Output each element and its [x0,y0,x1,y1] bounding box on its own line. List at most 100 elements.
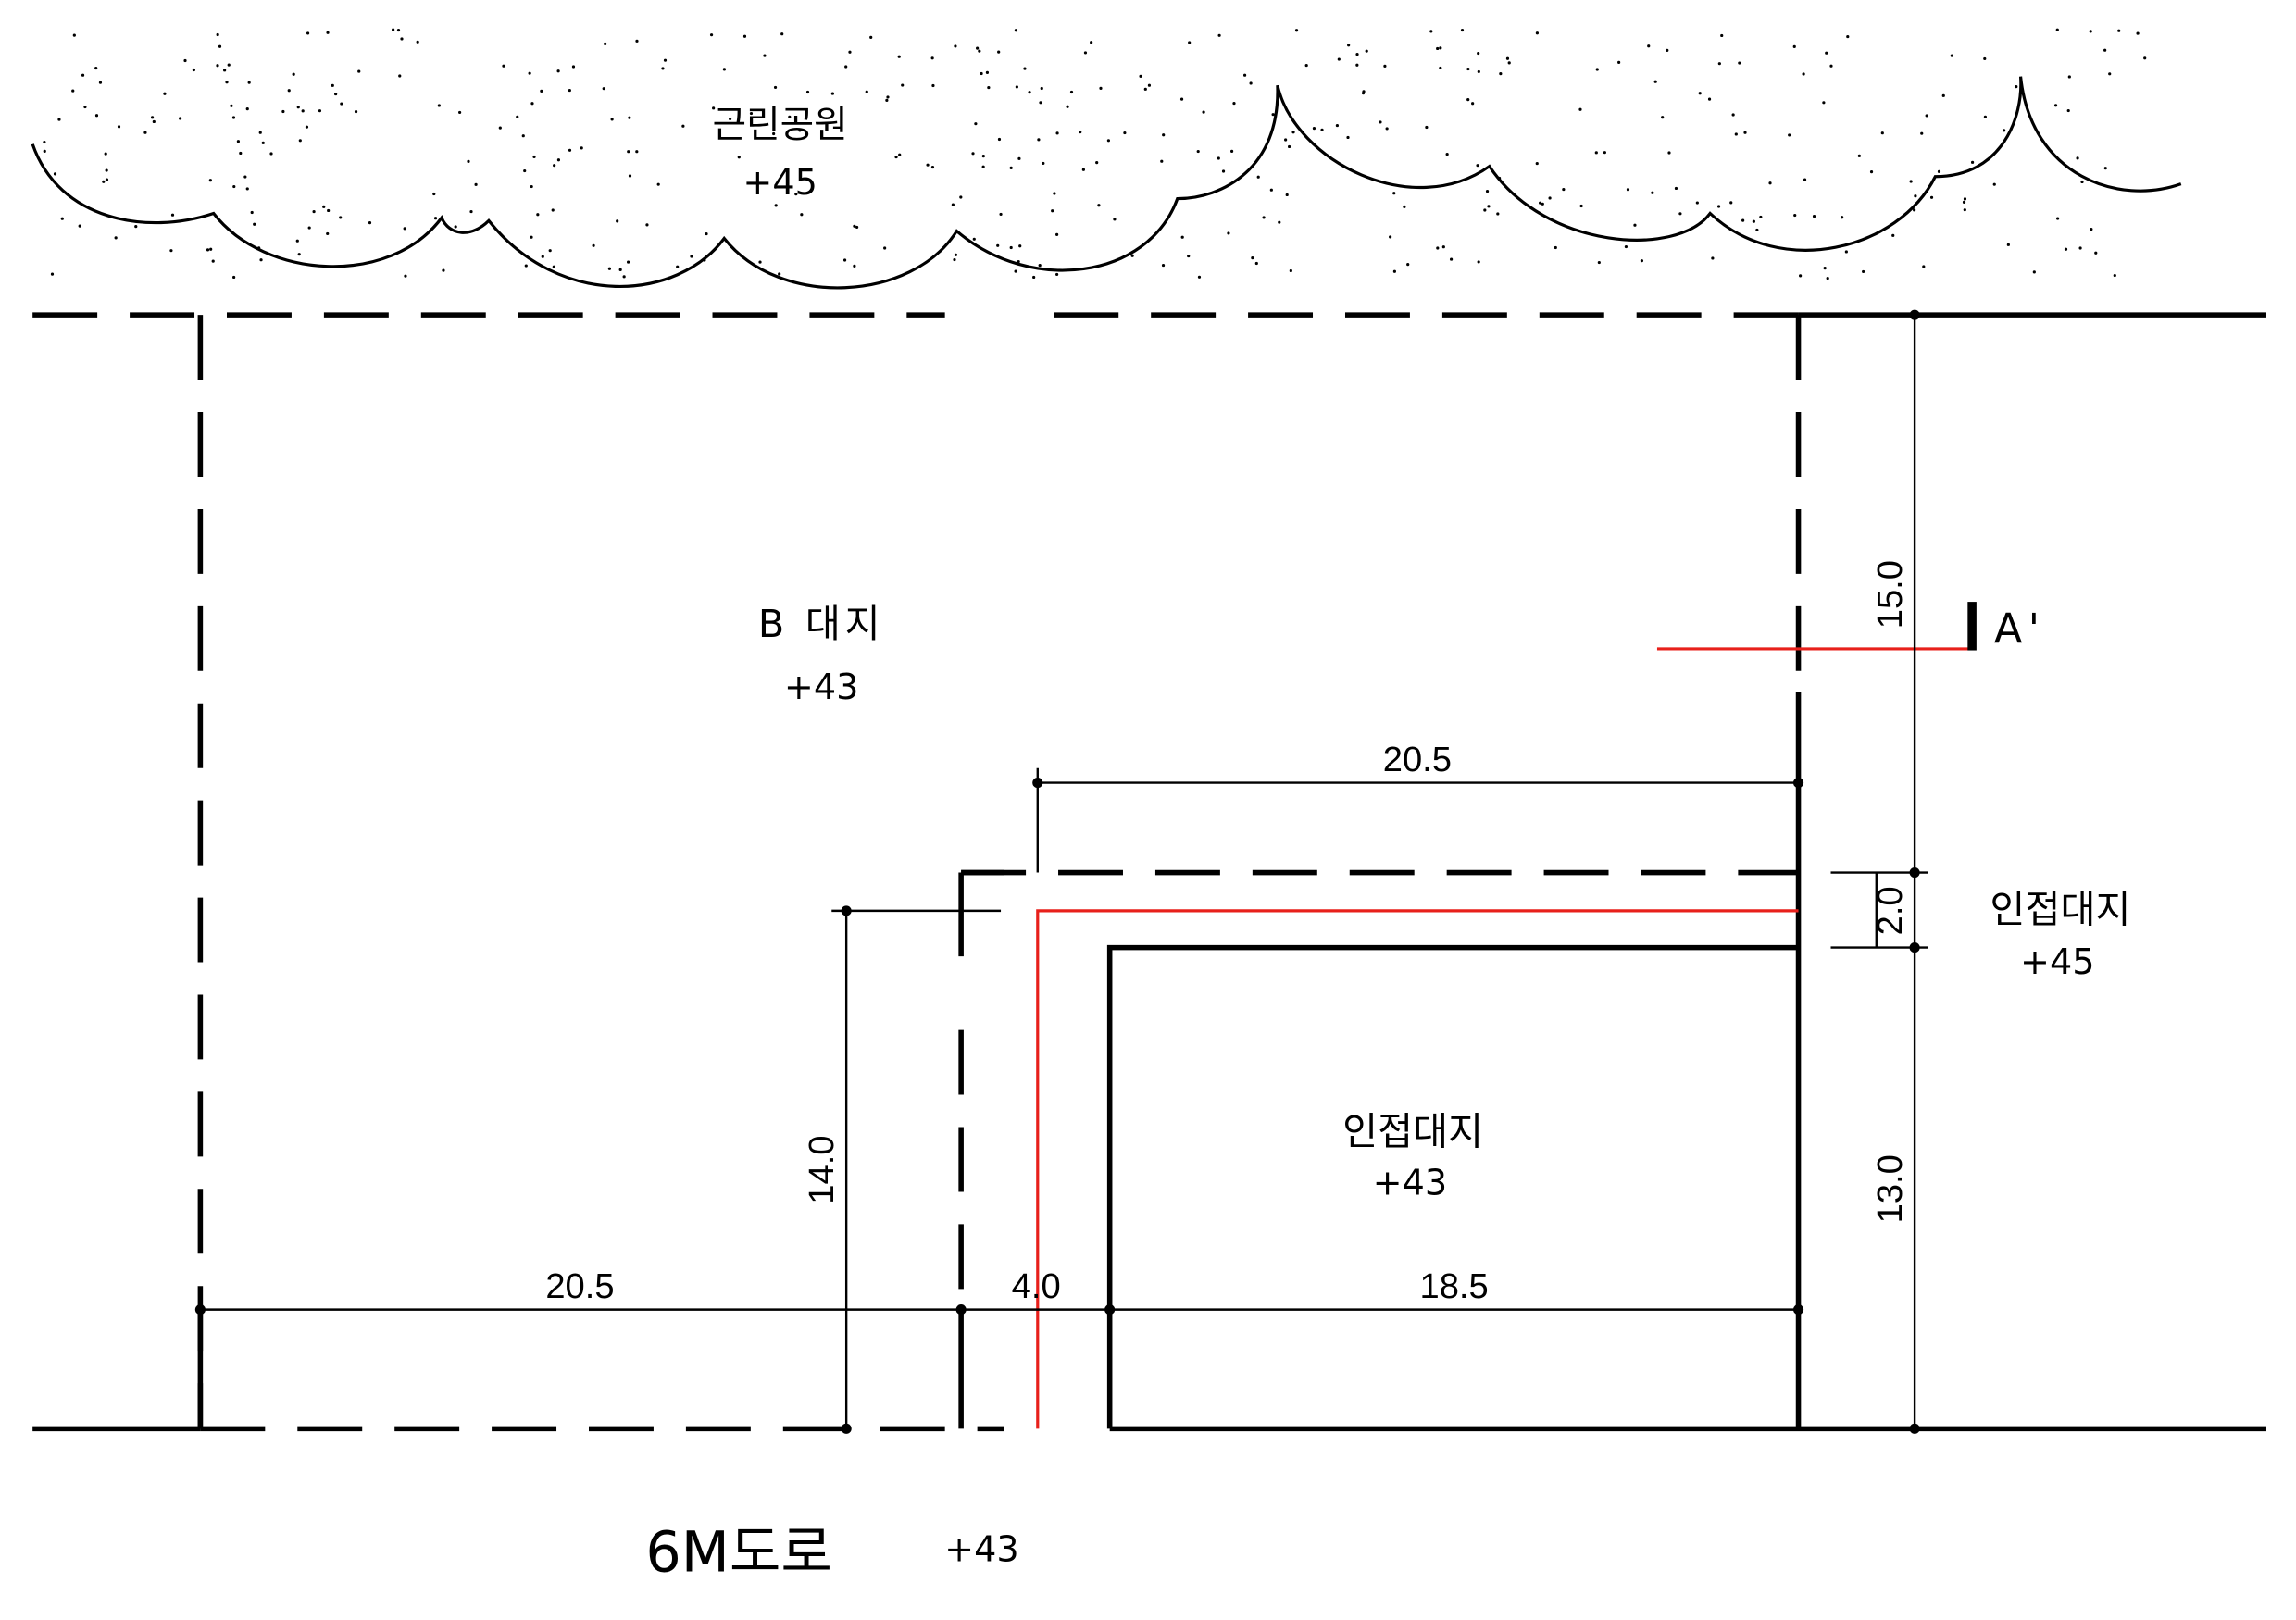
stipple-dot [1562,187,1566,192]
dot [841,905,852,916]
stipple-dot [2089,30,2092,33]
park-name: 근린공원 [713,104,848,146]
stipple-dot [433,217,438,220]
park-elevation: +45 [742,162,817,203]
stipple-dot [340,102,343,106]
stipple-dot [1014,269,1017,273]
stipple-dot [1227,231,1230,235]
stipple-dot [1941,93,1945,97]
stipple-dot [602,87,605,91]
stipple-dot [163,92,167,95]
stipple-dot [1541,202,1544,206]
stipple-dot [1017,156,1021,160]
stipple-dot [327,208,331,213]
stipple-dot [368,221,372,225]
stipple-dot [1603,151,1606,155]
dot [1909,942,1920,953]
stipple-dot [1251,256,1254,260]
dimension-lines [200,315,1928,1429]
stipple-dot [216,64,219,68]
stipple-dot [398,74,402,78]
dot [1104,1304,1116,1315]
stipple-dot [2136,31,2140,35]
stipple-dot [607,267,612,270]
stipple-dot [981,165,985,168]
stipple-dot [742,34,747,38]
stipple-dot [954,253,958,256]
stipple-dot [2015,85,2018,89]
stipple-dot [2103,167,2107,170]
stipple-dot [72,33,76,37]
stipple-dot [1862,269,1866,274]
stipple-dot [1269,188,1273,192]
stipple-dot [1640,259,1644,263]
stipple-dot [392,28,395,31]
stipple-dot [2094,251,2098,255]
stipple-dot [467,159,470,163]
stipple-dot [997,50,1001,54]
stipple-dot [1436,46,1440,51]
stipple-dot [774,204,778,207]
stipple-dot [170,213,175,217]
stipple-dot [469,209,473,214]
stipple-dot [230,104,233,107]
stipple-dot [788,115,792,118]
stipple-dot [1445,152,1449,156]
stipple-dot [661,67,665,70]
stipple-dot [1539,201,1542,205]
stipple-dot [1040,86,1043,91]
stipple-dot [307,226,311,230]
stipple-dot [326,231,330,235]
stipple-dot [1196,149,1200,154]
stipple-dot [105,168,108,172]
stipple-dot [53,172,57,176]
stipple-dot [663,58,668,62]
stipple-dot [898,153,902,156]
stipple-dot [117,125,121,129]
stipple-dot [1097,204,1101,207]
stipple-dot [247,81,251,84]
stipple-dot [1130,254,1134,257]
stipple-dot [144,131,147,134]
stipple-dot [772,131,776,136]
stipple-dot [232,275,236,280]
stipple-dot [1406,263,1410,267]
stipple-dot [1449,257,1454,261]
stipple-dot [1292,131,1295,134]
stipple-dot [1755,228,1759,232]
stipple-dot [737,156,741,159]
stipple-dot [396,28,401,32]
stipple-dot [1069,90,1074,94]
stipple-dot [2080,180,2084,184]
stipple-dot [1221,169,1226,173]
stipple-dot [676,265,680,268]
site-b-elevation: +43 [784,667,858,707]
stipple-dot [1792,44,1796,48]
stipple-dot [1505,56,1510,60]
road-elevation: +43 [944,1528,1018,1569]
dim-top-span: 20.5 [1383,740,1452,779]
stipple-dot [1920,131,1924,135]
stipple-dot [1579,204,1583,208]
stipple-dot [354,110,358,114]
stipple-dot [1217,33,1221,37]
adjacent-lot-outline [1106,944,1799,1429]
stipple-dot [656,182,660,186]
stipple-dot [2056,217,2060,220]
stipple-dot [635,150,639,154]
stipple-dot [1217,156,1220,160]
stipple-dot [1963,197,1967,201]
dot [1792,1304,1804,1315]
stipple-dot [536,213,540,217]
stipple-dot [1716,205,1721,208]
stipple-dot [43,149,46,153]
stipple-dot [1083,51,1088,55]
stipple-dot [2117,29,2121,32]
dot [841,1423,852,1434]
stipple-dot [1032,275,1036,280]
stipple-dot [1729,201,1733,205]
stipple-dot [403,227,406,231]
stipple-dot [681,124,685,128]
stipple-dot [1232,101,1236,106]
stipple-dot [209,247,213,251]
